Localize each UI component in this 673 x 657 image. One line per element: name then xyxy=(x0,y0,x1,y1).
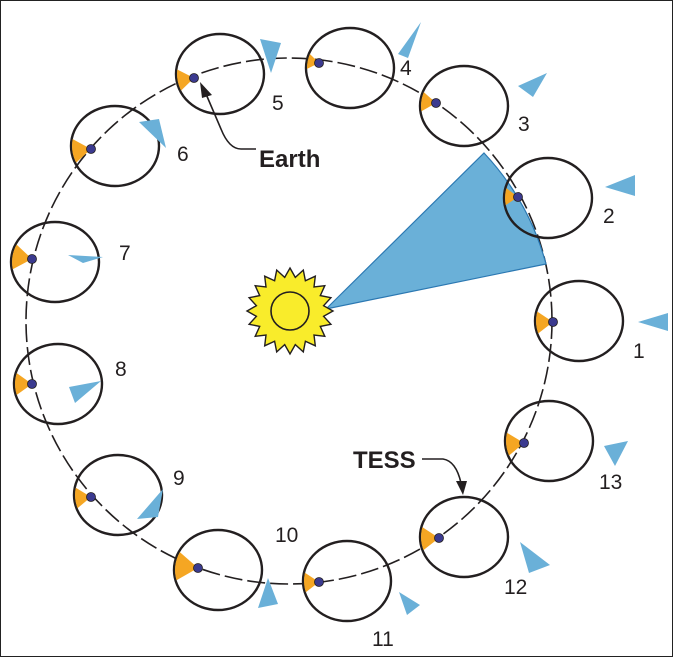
orange-wedge xyxy=(75,483,91,514)
earth-dot-icon xyxy=(519,438,529,448)
orange-wedge xyxy=(175,550,198,581)
camera-pointer-icon xyxy=(518,73,547,97)
earth-dot-icon xyxy=(86,144,96,154)
position-label-2: 2 xyxy=(603,205,615,228)
earth-dot-icon xyxy=(27,254,37,264)
camera-pointer-icon xyxy=(260,39,281,73)
orange-wedge xyxy=(421,523,439,554)
camera-pointer-icon xyxy=(137,489,163,519)
tess-orbit-ellipse xyxy=(304,26,396,110)
orbit-position-2: 2 xyxy=(502,156,635,240)
tess-orbit-ellipse xyxy=(418,495,510,579)
orange-wedge xyxy=(15,368,32,400)
position-label-9: 9 xyxy=(173,467,185,490)
tess-orbit-ellipse xyxy=(12,342,104,426)
orbit-position-6: 6 xyxy=(69,104,189,188)
tess-orbit-ellipse xyxy=(418,64,510,148)
field-of-view-sector xyxy=(324,152,547,310)
earth-dot-icon xyxy=(431,98,441,108)
position-label-3: 3 xyxy=(518,113,530,136)
tess-label: TESS xyxy=(353,447,416,474)
orbit-position-4: 4 xyxy=(304,22,421,110)
earth-dot-icon xyxy=(314,58,324,68)
sun-disk xyxy=(270,291,310,331)
earth-pointer-line xyxy=(205,93,256,150)
position-label-12: 12 xyxy=(504,576,527,599)
camera-pointer-icon xyxy=(399,592,420,615)
tess-orbit-ellipse xyxy=(72,453,164,537)
tess-orbit-ellipse xyxy=(69,104,161,188)
earth-dot-icon xyxy=(193,563,203,573)
orbit-position-7: 7 xyxy=(9,220,131,304)
position-label-7: 7 xyxy=(119,242,131,265)
orbit-position-5: 5 xyxy=(174,32,284,116)
earth-label: Earth xyxy=(259,146,320,173)
orbit-position-8: 8 xyxy=(12,342,127,426)
tess-orbit-ellipse xyxy=(301,539,393,623)
camera-pointer-icon xyxy=(258,578,278,608)
camera-pointer-icon xyxy=(69,381,101,403)
tess-orbit-ellipse xyxy=(502,156,594,240)
position-label-8: 8 xyxy=(115,358,127,381)
tess-orbit-ellipse xyxy=(503,399,595,483)
orbit-position-10: 10 xyxy=(172,524,298,612)
position-label-11: 11 xyxy=(372,628,394,651)
tess-orbit-ellipse xyxy=(174,32,266,116)
position-label-1: 1 xyxy=(633,340,645,363)
camera-pointer-icon xyxy=(139,119,166,148)
camera-pointer-icon xyxy=(605,175,635,196)
earth-dot-icon xyxy=(27,379,37,389)
orange-wedge xyxy=(72,136,91,167)
camera-pointer-icon xyxy=(604,441,628,466)
orange-wedge xyxy=(177,66,194,97)
earth-dot-icon xyxy=(548,317,558,327)
camera-pointer-icon xyxy=(398,22,421,58)
orange-wedge xyxy=(421,85,436,116)
camera-pointer-icon xyxy=(68,255,103,263)
earth-arrowhead-icon xyxy=(200,82,212,98)
tess-arrowhead-icon xyxy=(456,481,467,495)
position-label-5: 5 xyxy=(272,92,284,115)
position-label-10: 10 xyxy=(275,524,298,547)
tess-orbit-ellipse xyxy=(533,279,625,363)
position-label-4: 4 xyxy=(400,57,412,80)
tess-pointer-line xyxy=(422,458,462,484)
sun-icon xyxy=(245,266,335,356)
orbit-position-9: 9 xyxy=(72,453,185,537)
earth-dot-icon xyxy=(434,533,444,543)
orbit-position-12: 12 xyxy=(418,495,550,599)
orbit-position-11: 11 xyxy=(301,539,420,651)
earth-dot-icon xyxy=(513,192,523,202)
tess-orbit-ellipse xyxy=(172,528,264,612)
position-label-13: 13 xyxy=(599,471,622,494)
orbit-position-3: 3 xyxy=(418,64,547,148)
position-label-6: 6 xyxy=(177,143,189,166)
orbit-position-1: 1 xyxy=(533,279,668,363)
earth-dot-icon xyxy=(314,577,324,587)
camera-pointer-icon xyxy=(638,313,668,331)
orange-wedge xyxy=(506,429,524,460)
orange-wedge xyxy=(304,567,319,598)
orbit-position-13: 13 xyxy=(503,399,628,494)
earth-dot-icon xyxy=(189,73,199,83)
tess-orbit-ellipse xyxy=(9,220,101,304)
earth-dot-icon xyxy=(86,492,96,502)
orange-wedge xyxy=(536,307,553,338)
camera-pointer-icon xyxy=(520,542,550,573)
